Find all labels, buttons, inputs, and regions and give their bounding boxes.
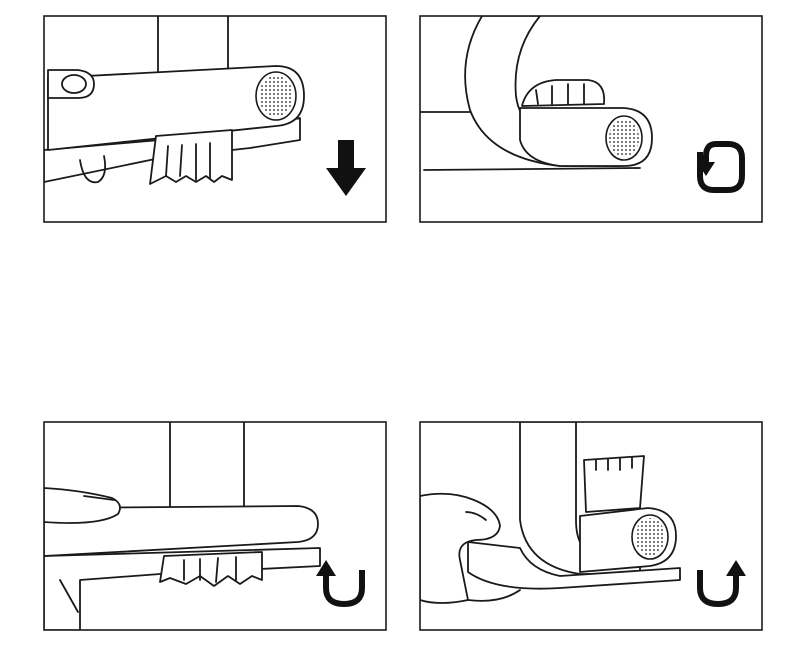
- palm-edge: [467, 589, 521, 602]
- tag-lines: [595, 456, 633, 471]
- panel-step-1: [43, 15, 387, 223]
- fringe-lines: [165, 142, 211, 181]
- base-lines: [420, 111, 641, 171]
- u-turn-up-icon: [316, 560, 365, 607]
- mesh-dots: [259, 75, 293, 117]
- thumb: [47, 69, 95, 99]
- fabric-fringe: [149, 129, 233, 185]
- loop-return-icon: [697, 141, 745, 193]
- mesh-dots: [635, 518, 665, 556]
- tool-bar: [44, 505, 319, 557]
- panel-step-3: [43, 421, 387, 631]
- knob: [79, 155, 107, 184]
- body-edge: [59, 579, 79, 613]
- thumb-nail: [83, 495, 115, 501]
- fabric-tag: [583, 455, 645, 513]
- panel-step-4: [419, 421, 763, 631]
- u-turn-up-icon: [697, 560, 746, 607]
- tool-bar: [47, 65, 305, 151]
- arrow-down-icon: [326, 140, 366, 196]
- hand: [420, 492, 501, 604]
- panel-step-2: [419, 15, 763, 223]
- strap: [169, 422, 245, 507]
- tool-body: [467, 541, 681, 590]
- mesh-dots: [609, 119, 639, 157]
- fringe-lines: [183, 556, 237, 583]
- thumb: [44, 487, 121, 524]
- fabric-lines: [535, 83, 585, 105]
- thumb-nail: [61, 74, 87, 94]
- finger-nail: [465, 511, 487, 521]
